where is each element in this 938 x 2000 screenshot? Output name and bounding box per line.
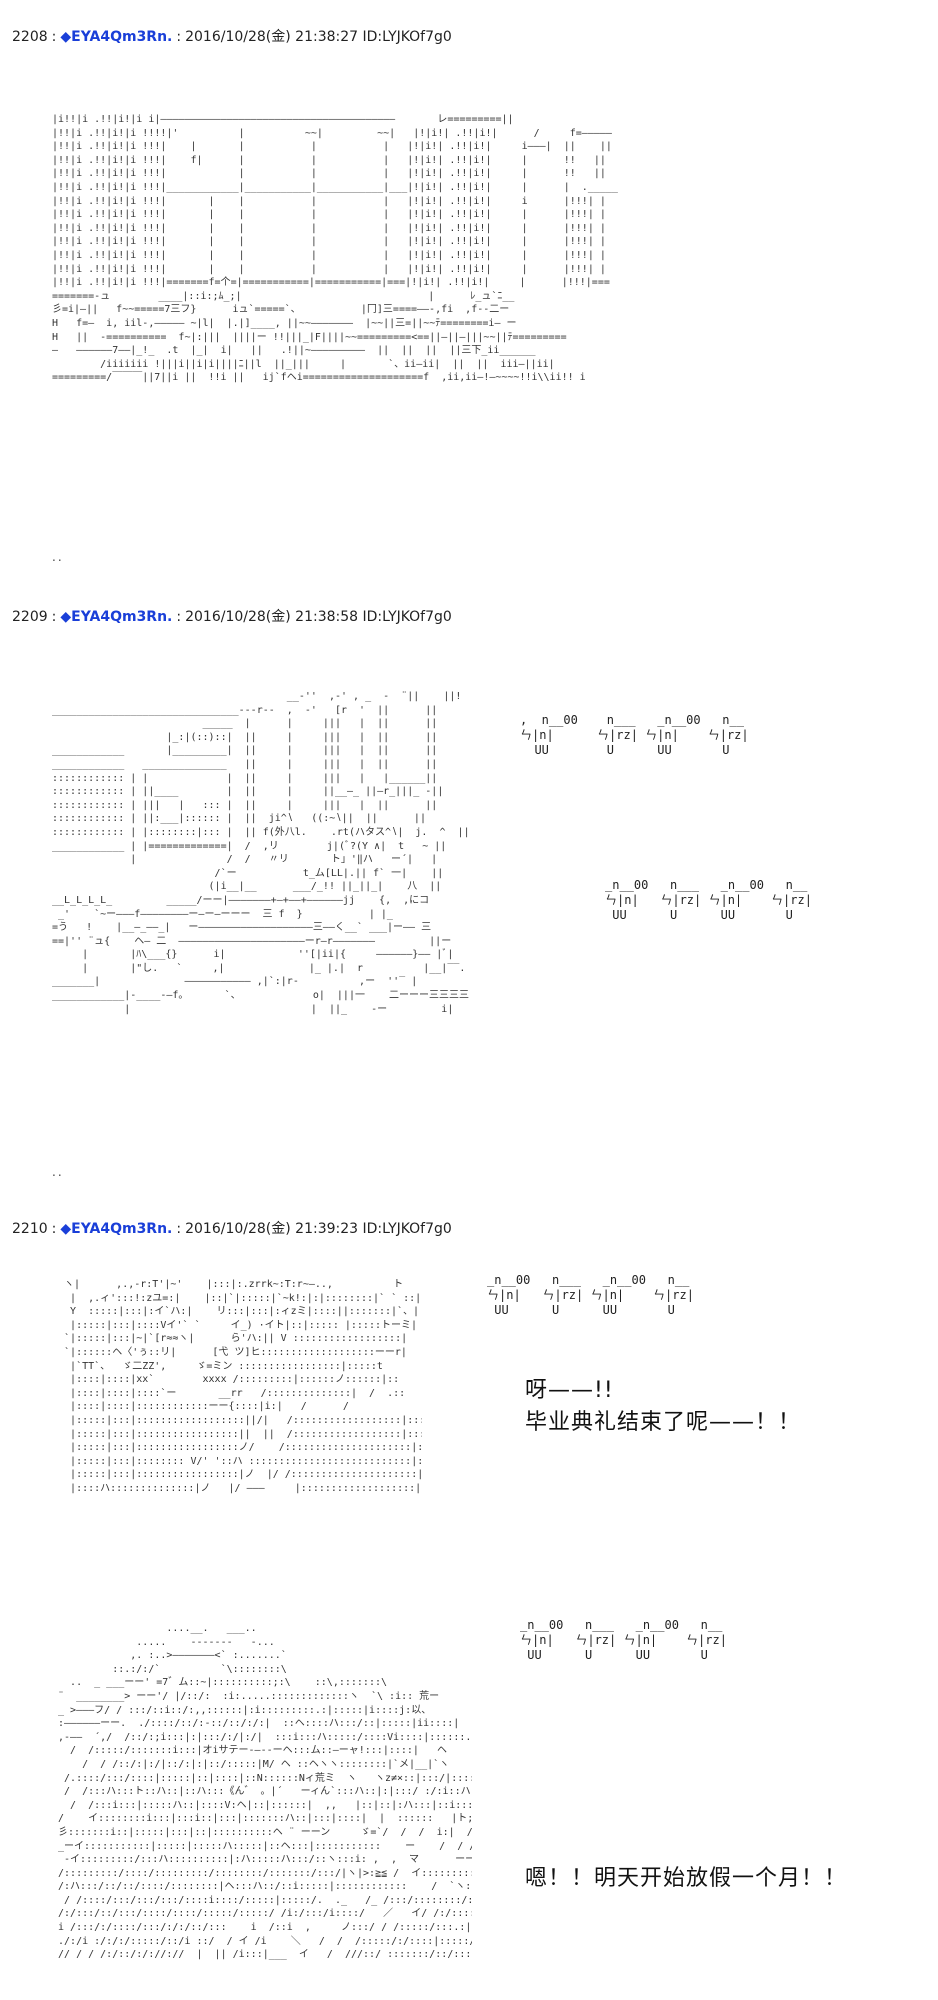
diamond-icon: ◆ [60,29,72,45]
ascii-art-classroom-scene: __-'' ,-' , _ - ¨|| ||! ________________… [52,691,470,1015]
dialogue-line-3: 嗯！！明天开始放假一个月！！ [525,1866,848,1891]
post-number: 2209 [12,609,48,625]
dialogue-line-1: 呀——!! [525,1378,614,1403]
ascii-art-classroom-windows: |i!!|i .!!|i!|i i|——————————————————————… [52,114,618,384]
post-date: 2016/10/28(金) 21:39:23 [185,1221,359,1237]
poster-id: ID:LYJKOf7g0 [362,609,452,625]
sfx-chatter-4: _n__00 n___ _n__00 n__ ㄣ|n| ㄣ|rz| ㄣ|n| ㄣ… [520,1618,727,1662]
separator-dots: .. [52,550,64,564]
post-date: 2016/10/28(金) 21:38:27 [185,29,359,45]
ascii-art-two-characters: ヽ| ,.,-r:T'|~' |:::|:.zrrk~:T:r~—.., ト |… [64,1279,422,1494]
poster-name[interactable]: EYA4Qm3Rn. [71,29,173,45]
ascii-art-character-close-up: ....__. ___.. ..... ------- -... ,. :..>… [58,1623,472,1961]
sfx-chatter-1: , n__00 n___ _n__00 n__ ㄣ|n| ㄣ|rz| ㄣ|n| … [520,713,749,757]
poster-name[interactable]: EYA4Qm3Rn. [71,1221,173,1237]
post-number: 2210 [12,1221,48,1237]
poster-id: ID:LYJKOf7g0 [362,29,452,45]
dialogue-line-2: 毕业典礼结束了呢——！！ [525,1410,802,1435]
post-header-2210: 2210:◆EYA4Qm3Rn.:2016/10/28(金) 21:39:23 … [12,1221,452,1237]
poster-name[interactable]: EYA4Qm3Rn. [71,609,173,625]
diamond-icon: ◆ [60,1221,72,1237]
poster-id: ID:LYJKOf7g0 [362,1221,452,1237]
sfx-chatter-2: _n__00 n___ _n__00 n__ ㄣ|n| ㄣ|rz| ㄣ|n| ㄣ… [605,878,812,922]
separator-dots: .. [52,1165,64,1179]
diamond-icon: ◆ [60,609,72,625]
post-date: 2016/10/28(金) 21:38:58 [185,609,359,625]
post-header-2208: 2208:◆EYA4Qm3Rn.:2016/10/28(金) 21:38:27 … [12,29,452,45]
post-header-2209: 2209:◆EYA4Qm3Rn.:2016/10/28(金) 21:38:58 … [12,609,452,625]
post-number: 2208 [12,29,48,45]
sfx-chatter-3: _n__00 n___ _n__00 n__ ㄣ|n| ㄣ|rz| ㄣ|n| ㄣ… [487,1273,694,1317]
